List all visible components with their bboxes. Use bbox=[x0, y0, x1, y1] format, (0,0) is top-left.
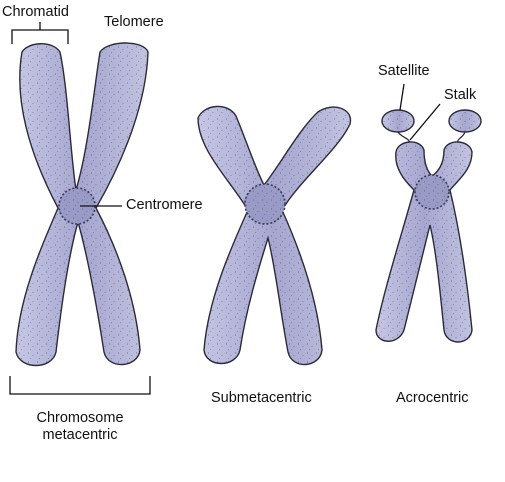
chromatid-label: Chromatid bbox=[2, 4, 69, 20]
centromere-label: Centromere bbox=[126, 197, 203, 213]
stalk-label: Stalk bbox=[444, 87, 477, 103]
acrocentric-chromosome bbox=[375, 109, 482, 343]
satellite-label: Satellite bbox=[378, 63, 430, 79]
chromatid-bracket bbox=[11, 29, 69, 44]
satellite-leader bbox=[399, 83, 405, 111]
stalk-leader bbox=[409, 103, 441, 141]
telomere-label: Telomere bbox=[104, 14, 164, 30]
acrocentric-caption: Acrocentric bbox=[396, 390, 469, 406]
metacentric-caption-line2: metacentric bbox=[42, 427, 118, 444]
submetacentric-caption: Submetacentric bbox=[211, 390, 312, 406]
annotation-lines bbox=[9, 22, 441, 395]
metacentric-caption-line1: Chromosome bbox=[36, 410, 124, 426]
metacentric-caption: Chromosome metacentric bbox=[0, 410, 160, 445]
metacentric-chromosome bbox=[15, 42, 149, 367]
submetacentric-chromosome bbox=[197, 105, 352, 366]
metacentric-bracket bbox=[9, 376, 151, 395]
